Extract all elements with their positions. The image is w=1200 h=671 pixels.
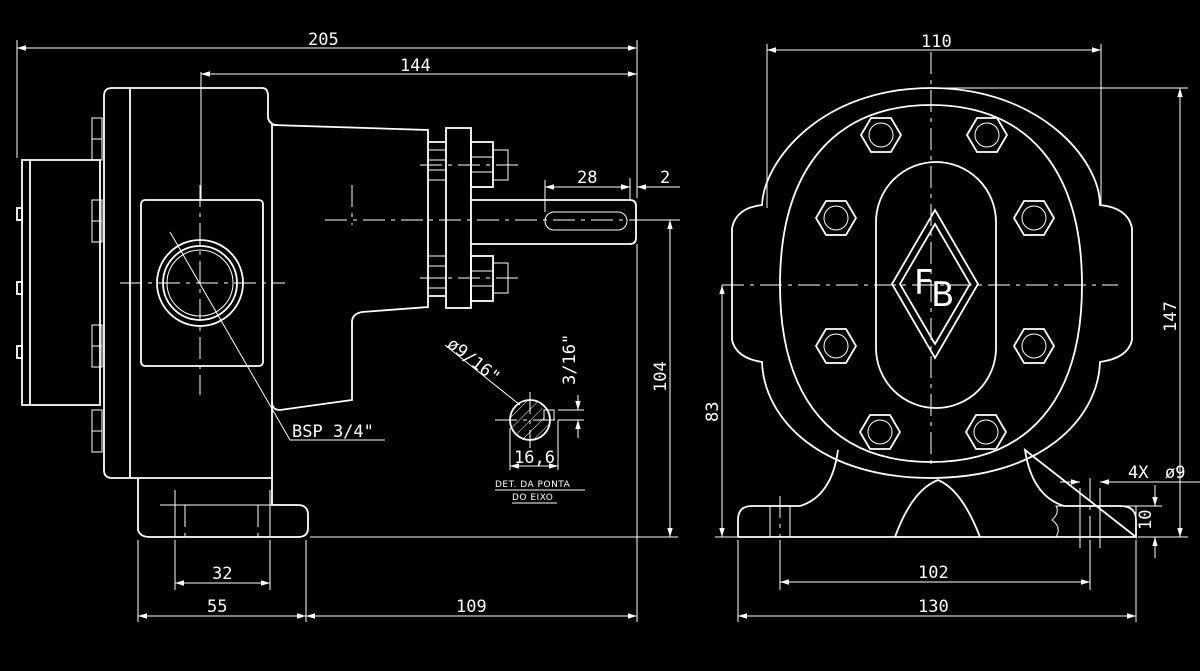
dim-height-shaft: 104	[651, 361, 671, 392]
detail-caption-line2: DO EIXO	[512, 493, 553, 503]
side-view: BSP 3/4"	[16, 72, 680, 538]
logo-letter-f: F	[914, 263, 934, 303]
dim-foot-to-front: 109	[456, 597, 487, 617]
rear-cover	[21, 159, 101, 406]
flange-nuts	[470, 141, 509, 302]
dim-holes-diameter: ø9	[1165, 463, 1185, 483]
front-view-dimensions: 110 147 83 102 130 10 4X ø9	[703, 32, 1200, 622]
dim-front-height: 147	[1161, 301, 1181, 332]
dim-shaft-end: 2	[660, 168, 670, 188]
key-width-label: 3/16"	[560, 334, 580, 385]
rear-bolts	[91, 117, 103, 453]
dim-base-thickness: 10	[1136, 510, 1156, 530]
dim-side-body: 144	[400, 56, 431, 76]
base-section-hatch	[1051, 505, 1081, 538]
side-foot	[137, 478, 309, 538]
port-thread-label: BSP 3/4"	[292, 422, 374, 442]
logo-letter-b: B	[931, 275, 954, 315]
shaft-flange	[445, 127, 472, 309]
dim-front-holes-spacing: 102	[918, 563, 949, 583]
shaft	[471, 199, 637, 245]
dim-front-width: 110	[921, 32, 952, 52]
shaft-end-detail: ø9/16" 3/16" 16,6 DET. DA PONTA DO EIXO	[443, 334, 585, 504]
shaft-diameter-label: ø9/16"	[443, 334, 504, 388]
dim-front-center-height: 83	[703, 402, 723, 422]
dim-front-base-width: 130	[918, 597, 949, 617]
dim-foot-hole: 32	[212, 564, 232, 584]
dim-shaft-key: 28	[577, 168, 597, 188]
shaft-flat-label: 16,6	[514, 448, 555, 468]
front-base	[737, 447, 1137, 539]
dim-foot-width: 55	[207, 597, 227, 617]
dim-side-overall: 205	[308, 30, 339, 50]
bearing-housing	[271, 124, 429, 411]
side-view-dimensions: 205 144 28 2 104 32 55 109	[16, 30, 680, 622]
shaft-keyway	[544, 211, 628, 231]
front-view: F B	[722, 52, 1137, 548]
front-bolts	[814, 117, 1056, 450]
dim-holes-count: 4X	[1128, 463, 1149, 483]
front-body	[731, 87, 1133, 479]
detail-caption-line1: DET. DA PONTA	[495, 480, 571, 490]
port-thread-leader	[169, 231, 385, 441]
fb-logo: F B	[890, 208, 980, 360]
